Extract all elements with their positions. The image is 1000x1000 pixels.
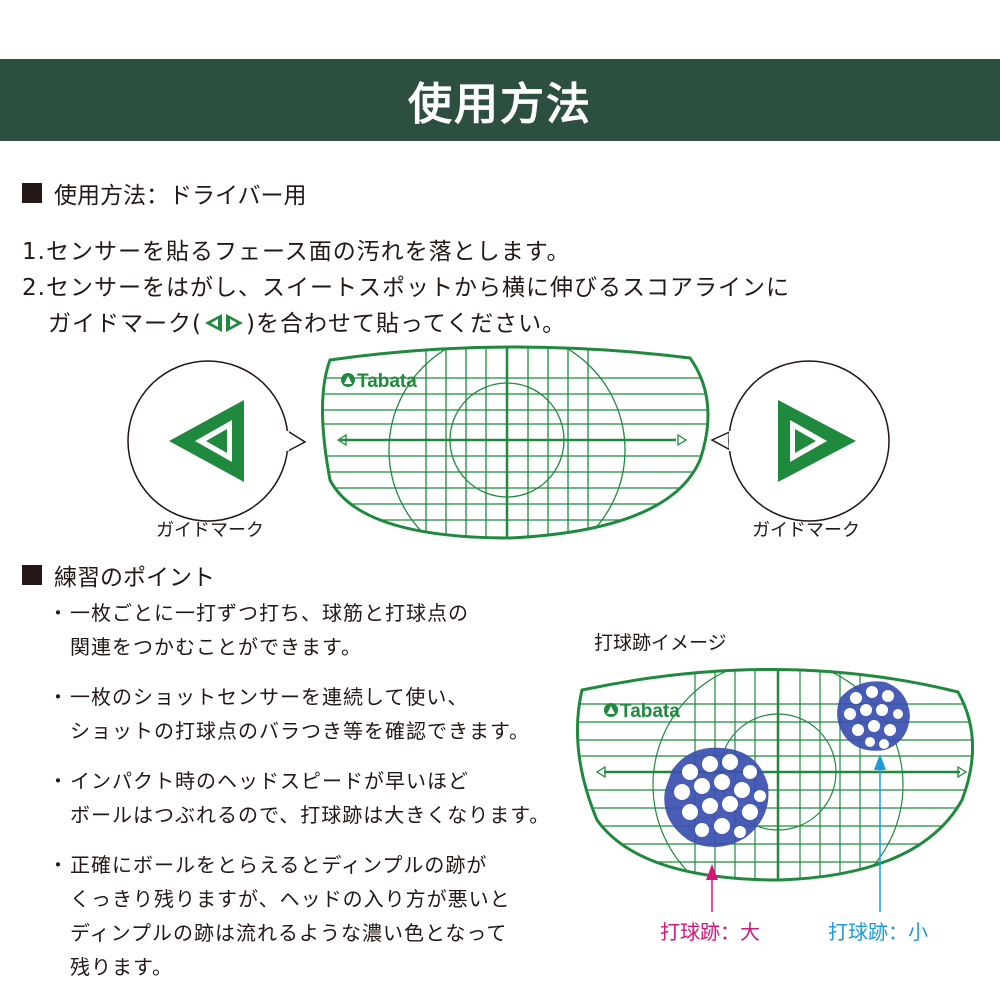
list-item: ・インパクト時のヘッドスピードが早いほど ボールはつぶれるので、打球跡は大きくな…: [48, 769, 551, 827]
list-item: ・一枚のショットセンサーを連続して使い、 ショットの打球点のバラつき等を確認でき…: [48, 685, 530, 743]
tabata-logo: Tabata: [341, 371, 417, 392]
diagram-logo-text: Tabata: [357, 371, 417, 392]
step-2-post: )を合わせて貼ってください。: [245, 311, 567, 337]
step-2-line-2: ガイドマーク( )を合わせて貼ってください。: [48, 304, 566, 340]
list-item: ・一枚ごとに一打ずつ打ち、球筋と打球点の 関連をつかむことができます。: [48, 601, 469, 659]
page-title: 使用方法: [408, 79, 592, 130]
arrow-up-icon: [706, 864, 718, 880]
guide-mark-left: [127, 360, 307, 522]
practice-points-list: ・一枚ごとに一打ずつ打ち、球筋と打球点の 関連をつかむことができます。 ・一枚の…: [48, 596, 588, 1000]
step-2-pre: ガイドマーク(: [48, 311, 202, 337]
square-bullet-icon: [22, 183, 42, 203]
section-heading-usage: 使用方法：ドライバー用: [22, 176, 307, 210]
impact-image-title: 打球跡イメージ: [594, 632, 727, 654]
square-bullet-icon: [22, 565, 42, 585]
section-heading-points: 練習のポイント: [22, 558, 215, 592]
step-2-line-1: 2.センサーをはがし、スイートスポットから横に伸びるスコアラインに: [22, 275, 790, 301]
sensor-diagram: Tabata: [127, 345, 890, 540]
step-1: 1.センサーを貼るフェース面の汚れを落とします。: [22, 239, 571, 265]
impact-image-diagram: Tabata: [575, 668, 975, 912]
guide-mark-left-caption: ガイドマーク: [156, 520, 264, 541]
pointer-large: [706, 864, 718, 912]
guide-mark-right: [710, 360, 890, 522]
impact-logo-text: Tabata: [620, 701, 680, 722]
tabata-logo: Tabata: [604, 701, 680, 722]
impact-label-large: 打球跡：大: [660, 920, 760, 944]
guide-mark-right-caption: ガイドマーク: [752, 520, 860, 541]
guide-mark-pair-icon: [202, 312, 246, 340]
list-item: ・正確にボールをとらえるとディンプルの跡が くっきり残りますが、ヘッドの入り方が…: [48, 853, 511, 979]
section-heading-points-text: 練習のポイント: [54, 565, 215, 591]
impact-label-small: 打球跡：小: [828, 920, 928, 944]
impact-mark-small: [837, 681, 910, 751]
section-heading-usage-text: 使用方法：ドライバー用: [54, 183, 307, 209]
impact-mark-large: [664, 747, 769, 848]
title-banner: 使用方法: [0, 59, 1000, 141]
pointer-small: [874, 754, 886, 912]
arrow-up-icon: [874, 754, 886, 770]
